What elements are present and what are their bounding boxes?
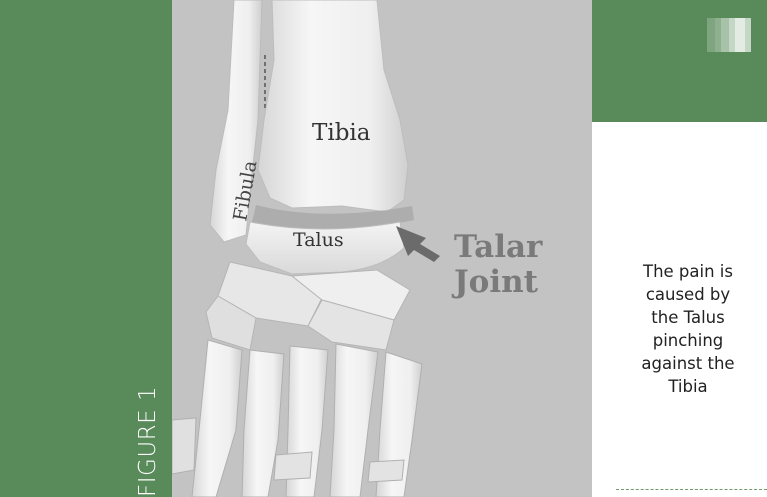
caption-divider bbox=[616, 489, 767, 490]
caption-line: pinching bbox=[598, 329, 767, 352]
talar-joint-label-line1: Talar bbox=[454, 229, 543, 265]
caption-line: against the bbox=[598, 352, 767, 375]
caption-text: The pain is caused by the Talus pinching… bbox=[598, 260, 767, 398]
ankle-anatomy-illustration: Tibia Fibula Talus Talar Joint bbox=[172, 0, 592, 497]
talar-joint-label-line2: Joint bbox=[451, 264, 539, 300]
decorative-squares bbox=[707, 18, 751, 52]
talus-label: Talus bbox=[293, 229, 344, 251]
caption-line: caused by bbox=[598, 283, 767, 306]
caption-line: Tibia bbox=[598, 375, 767, 398]
caption-line: The pain is bbox=[598, 260, 767, 283]
figure-label: FIGURE 1 bbox=[133, 386, 163, 497]
caption-line: the Talus bbox=[598, 306, 767, 329]
top-right-green-block bbox=[592, 0, 767, 122]
tibia-label: Tibia bbox=[312, 120, 371, 146]
